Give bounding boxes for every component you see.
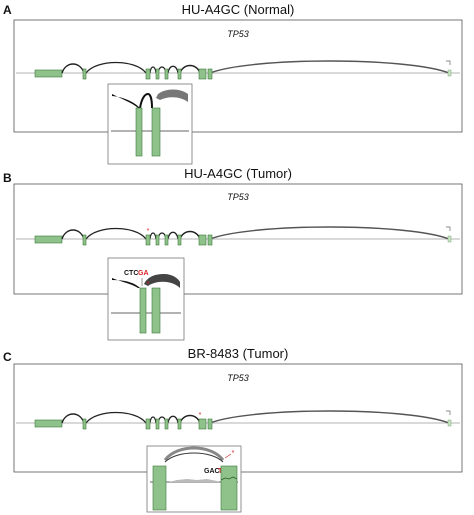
exon-block <box>145 68 151 80</box>
exon-block <box>207 68 213 80</box>
exon-block <box>139 287 147 334</box>
asterisk-icon: * <box>199 412 202 419</box>
splice-junction-arc <box>149 416 157 424</box>
panel-label: A <box>3 3 12 17</box>
exon-block <box>220 465 238 511</box>
asterisk-icon: * <box>232 450 235 457</box>
splice-junction-arc <box>85 412 147 424</box>
exon-block <box>447 419 452 427</box>
exon-block <box>151 287 161 334</box>
sequence-mutation: GA <box>138 270 149 277</box>
gene-track-frame <box>13 19 463 133</box>
exon-block <box>164 68 169 80</box>
splice-junction-arc <box>209 410 450 424</box>
gene-track: * <box>16 226 460 246</box>
panel-label: C <box>3 350 12 364</box>
exon-block <box>135 107 143 157</box>
exon-block <box>447 235 452 243</box>
splice-junction-arc <box>167 65 179 74</box>
exon-block <box>155 68 160 80</box>
exon-block <box>177 234 182 246</box>
panel-b: B HU-A4GC (Tumor) TP53 * CTC GA * <box>3 166 463 341</box>
panel-a: A HU-A4GC (Normal) TP53 <box>3 2 463 165</box>
exon-block <box>82 234 87 246</box>
gene-name: TP53 <box>227 373 249 383</box>
exon-block <box>198 68 207 80</box>
exon-block <box>151 107 161 157</box>
asterisk-icon: * <box>147 281 150 288</box>
panel-label: B <box>3 171 12 185</box>
gene-name: TP53 <box>227 192 249 202</box>
exon-block <box>155 418 160 430</box>
exon-block <box>145 234 151 246</box>
splice-junction-arc <box>179 414 201 424</box>
exon-block <box>34 69 63 78</box>
exon-block <box>207 418 213 430</box>
splice-junction-arc <box>144 274 180 288</box>
asterisk-icon: * <box>147 228 150 235</box>
exon-block <box>198 234 207 246</box>
splice-junction-arc <box>149 232 157 240</box>
exon-block <box>447 69 452 77</box>
exon-block <box>164 234 169 246</box>
sequence-normal: GAC <box>204 468 220 475</box>
gene-track <box>16 60 460 80</box>
coverage-profile <box>220 476 238 481</box>
splice-junction-arc <box>179 230 201 240</box>
splice-junction-arc <box>164 452 224 463</box>
exon-block <box>145 418 151 430</box>
panel-c: C BR-8483 (Tumor) TP53 * GAC TG * <box>3 346 463 513</box>
splice-junction-arc <box>61 413 85 424</box>
exon-block <box>155 234 160 246</box>
splice-junction-arc <box>209 60 450 74</box>
splice-junction-arc <box>61 229 85 240</box>
splice-junction-arc <box>85 228 147 240</box>
exon-block <box>164 418 169 430</box>
splice-junction-arc <box>112 94 140 108</box>
exon-block <box>34 419 63 428</box>
splice-junction-arc <box>163 446 225 462</box>
coverage-profile <box>169 479 219 482</box>
exon-block <box>82 68 87 80</box>
pointer-line <box>224 453 232 459</box>
splice-junction-arc <box>85 62 147 74</box>
exon-block <box>152 465 167 511</box>
panel-title: HU-A4GC (Normal) <box>182 2 295 17</box>
exon-block <box>198 418 207 430</box>
gene-track: * <box>16 410 460 430</box>
zoom-inset: CTC GA * <box>111 270 181 334</box>
bracket-icon <box>446 226 451 231</box>
splice-junction-arc <box>167 231 179 240</box>
gene-track-frame <box>13 183 463 295</box>
splice-junction-arc <box>179 64 201 74</box>
splice-junction-arc <box>149 66 157 74</box>
exon-block <box>177 418 182 430</box>
exon-block <box>177 68 182 80</box>
bracket-icon <box>446 60 451 65</box>
gene-name: TP53 <box>227 29 249 39</box>
splice-junction-arc <box>209 226 450 240</box>
splice-junction-arc <box>139 92 153 109</box>
zoom-inset: GAC TG * <box>150 446 238 511</box>
exon-block <box>207 234 213 246</box>
splice-junction-arc <box>112 278 140 288</box>
zoom-inset <box>111 89 189 157</box>
splice-junction-arc <box>167 415 179 424</box>
exon-block <box>82 418 87 430</box>
exon-block <box>34 235 63 244</box>
splice-junction-arc <box>61 63 85 74</box>
sequence-normal: CTC <box>124 270 138 277</box>
bracket-icon <box>446 410 451 415</box>
splice-junction-arc <box>156 89 188 102</box>
panel-title: BR-8483 (Tumor) <box>188 346 289 361</box>
panel-title: HU-A4GC (Tumor) <box>184 166 292 181</box>
